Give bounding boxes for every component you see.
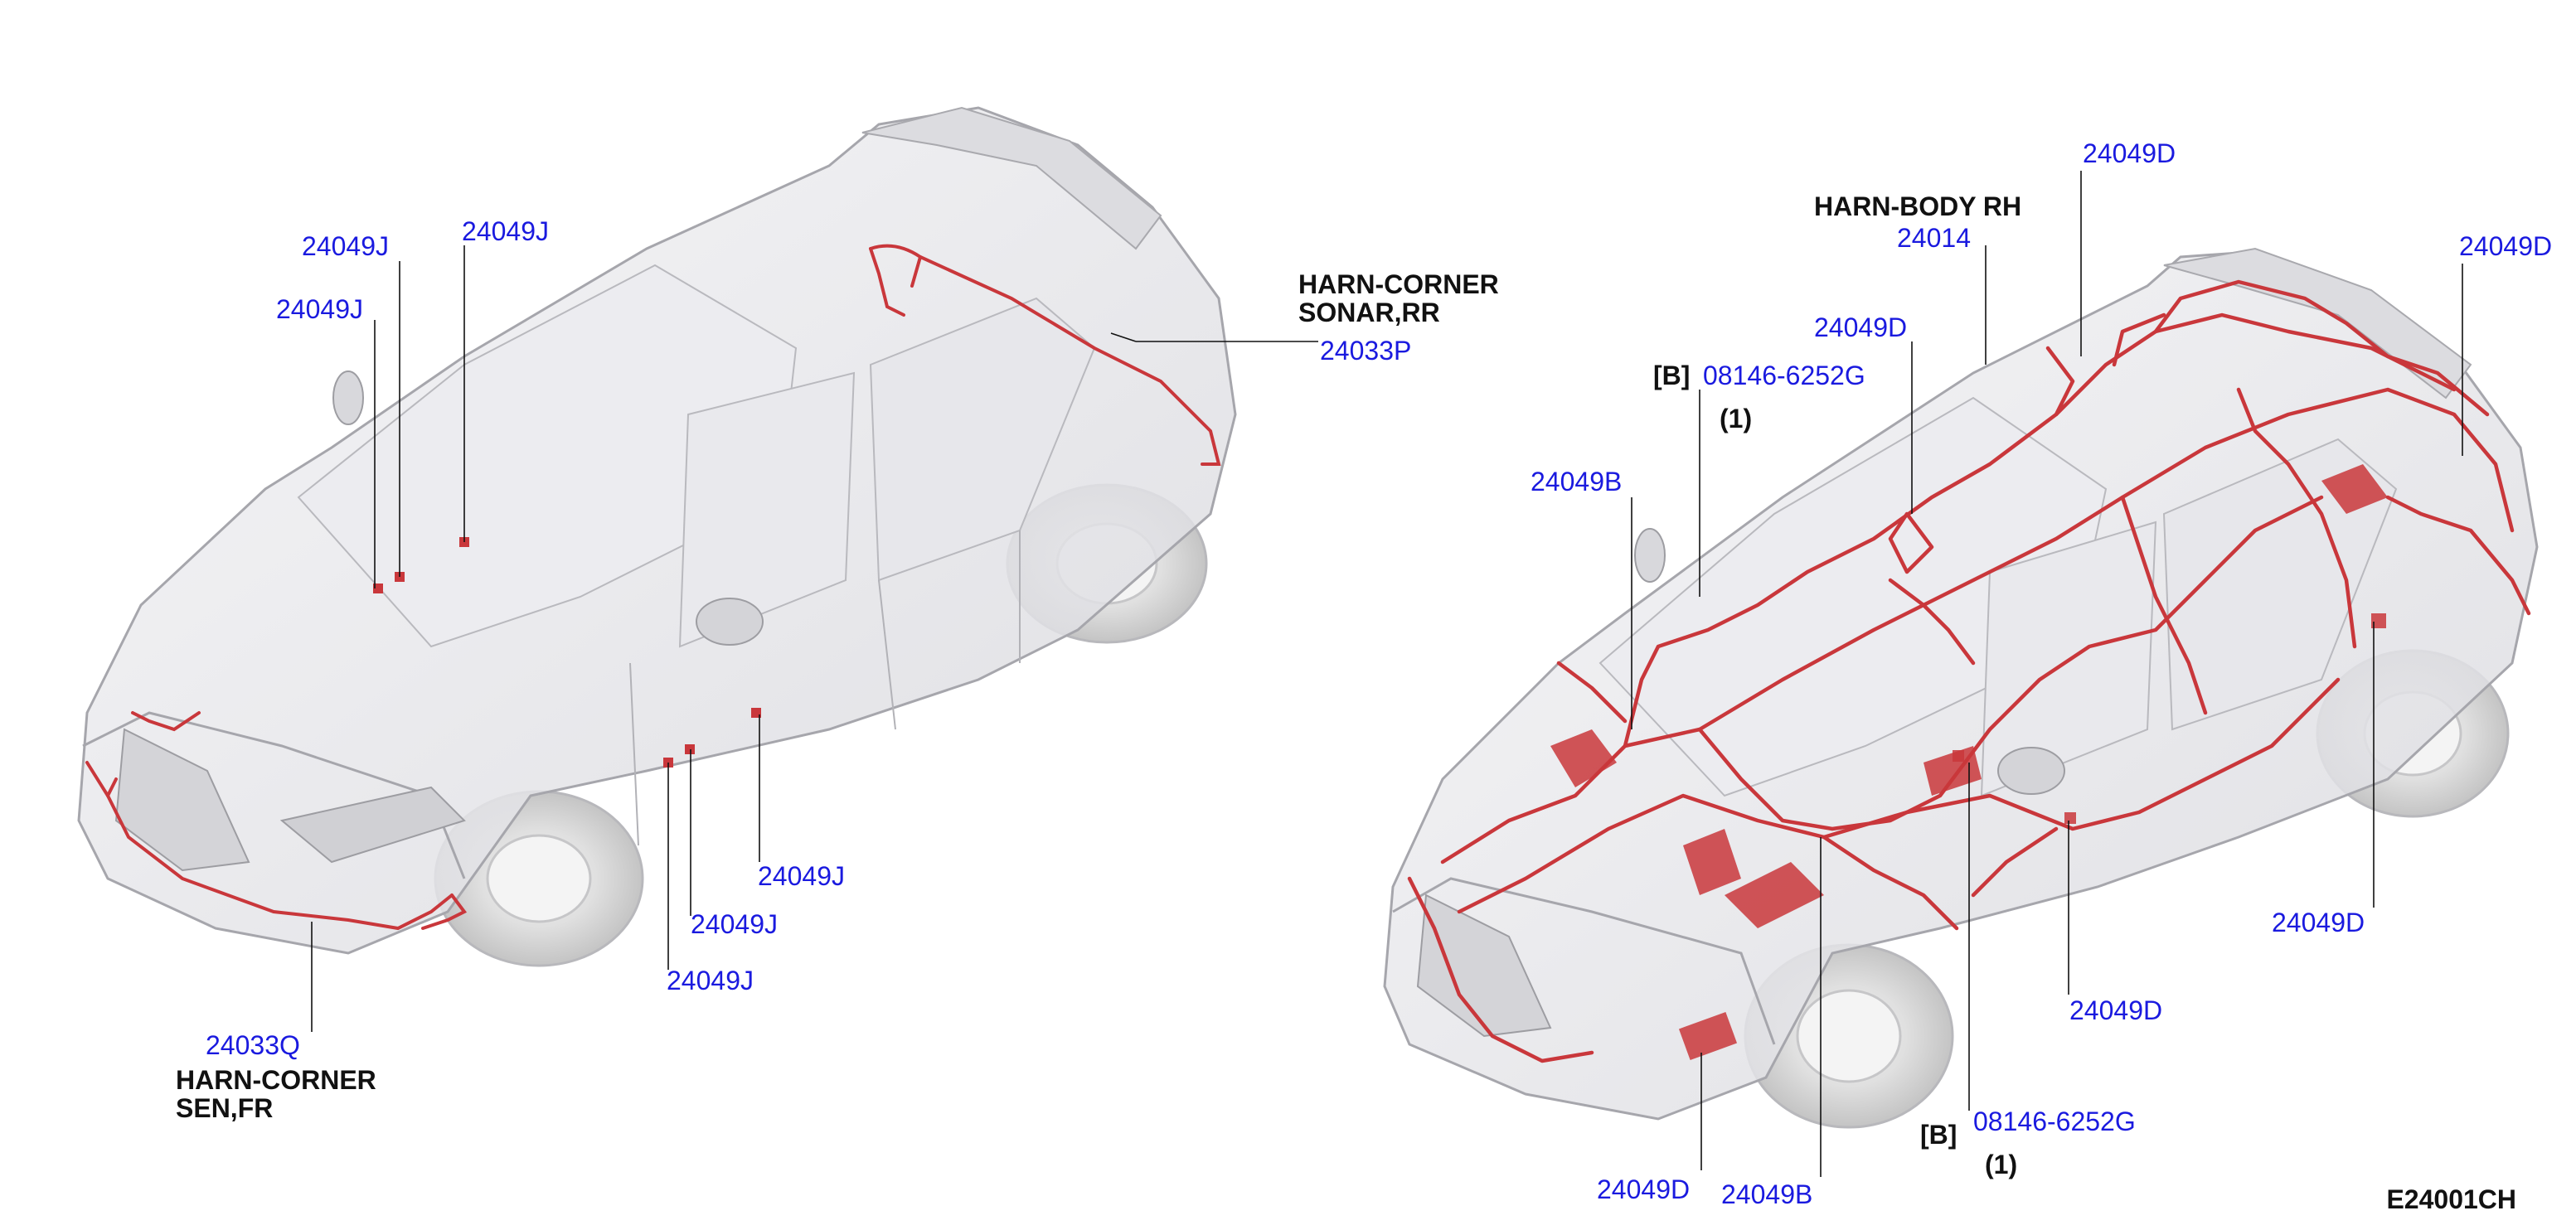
part-number-24049j[interactable]: 24049J	[462, 216, 549, 246]
bracket-quantity: (1)	[1985, 1150, 2018, 1179]
harness-label-harn-corner-sen-fr: HARN-CORNER SEN,FR	[176, 1066, 376, 1122]
harness-label-line: SEN,FR	[176, 1093, 274, 1123]
part-number-24049d[interactable]: 24049D	[1814, 312, 1908, 342]
left-car-illustration	[77, 106, 1237, 967]
diagram-code: E24001CH	[2386, 1184, 2516, 1214]
right-car-leader-lines	[1631, 171, 2463, 1177]
left-car-harnesses	[85, 244, 1221, 931]
part-number-24049d[interactable]: 24049D	[2272, 908, 2365, 937]
part-number-24049d[interactable]: 24049D	[2459, 231, 2553, 261]
part-number-24049b[interactable]: 24049B	[1531, 467, 1623, 496]
harn-corner-sen-fr-harness	[85, 761, 454, 931]
part-number-24049j[interactable]: 24049J	[758, 861, 845, 891]
bracket-tag-b: [B]	[1920, 1120, 1957, 1150]
harness-label-line: HARN-CORNER	[1298, 269, 1499, 299]
part-number-24033q[interactable]: 24033Q	[206, 1030, 300, 1060]
part-number-08146-6252g[interactable]: 08146-6252G	[1973, 1107, 2136, 1136]
part-number-24049j[interactable]: 24049J	[302, 231, 389, 261]
part-number-24014[interactable]: 24014	[1897, 223, 1971, 253]
right-car-components	[1550, 464, 2388, 1061]
harn-corner-sonar-rr-harness	[869, 244, 1221, 466]
part-number-24049j[interactable]: 24049J	[276, 294, 363, 324]
part-number-24033p[interactable]: 24033P	[1320, 336, 1412, 366]
right-car-illustration	[1383, 247, 2539, 1129]
harness-label-harn-body-rh: HARN-BODY RH	[1814, 191, 2022, 221]
bracket-tag-b: [B]	[1653, 361, 1691, 390]
part-number-24049j[interactable]: 24049J	[667, 966, 754, 995]
harness-label-harn-corner-sonar-rr: HARN-CORNER SONAR,RR	[1298, 270, 1499, 327]
harness-label-line: HARN-CORNER	[176, 1065, 376, 1095]
harness-label-line: SONAR,RR	[1298, 298, 1440, 327]
part-number-24049b[interactable]: 24049B	[1721, 1179, 1813, 1209]
left-car-leader-lines	[311, 245, 1318, 1032]
part-number-24049d[interactable]: 24049D	[1597, 1174, 1691, 1204]
bracket-quantity: (1)	[1720, 404, 1753, 433]
part-number-24049d[interactable]: 24049D	[2069, 995, 2163, 1025]
part-number-24049j[interactable]: 24049J	[691, 909, 778, 939]
part-number-24049d[interactable]: 24049D	[2083, 138, 2176, 168]
part-number-08146-6252g[interactable]: 08146-6252G	[1703, 361, 1865, 390]
